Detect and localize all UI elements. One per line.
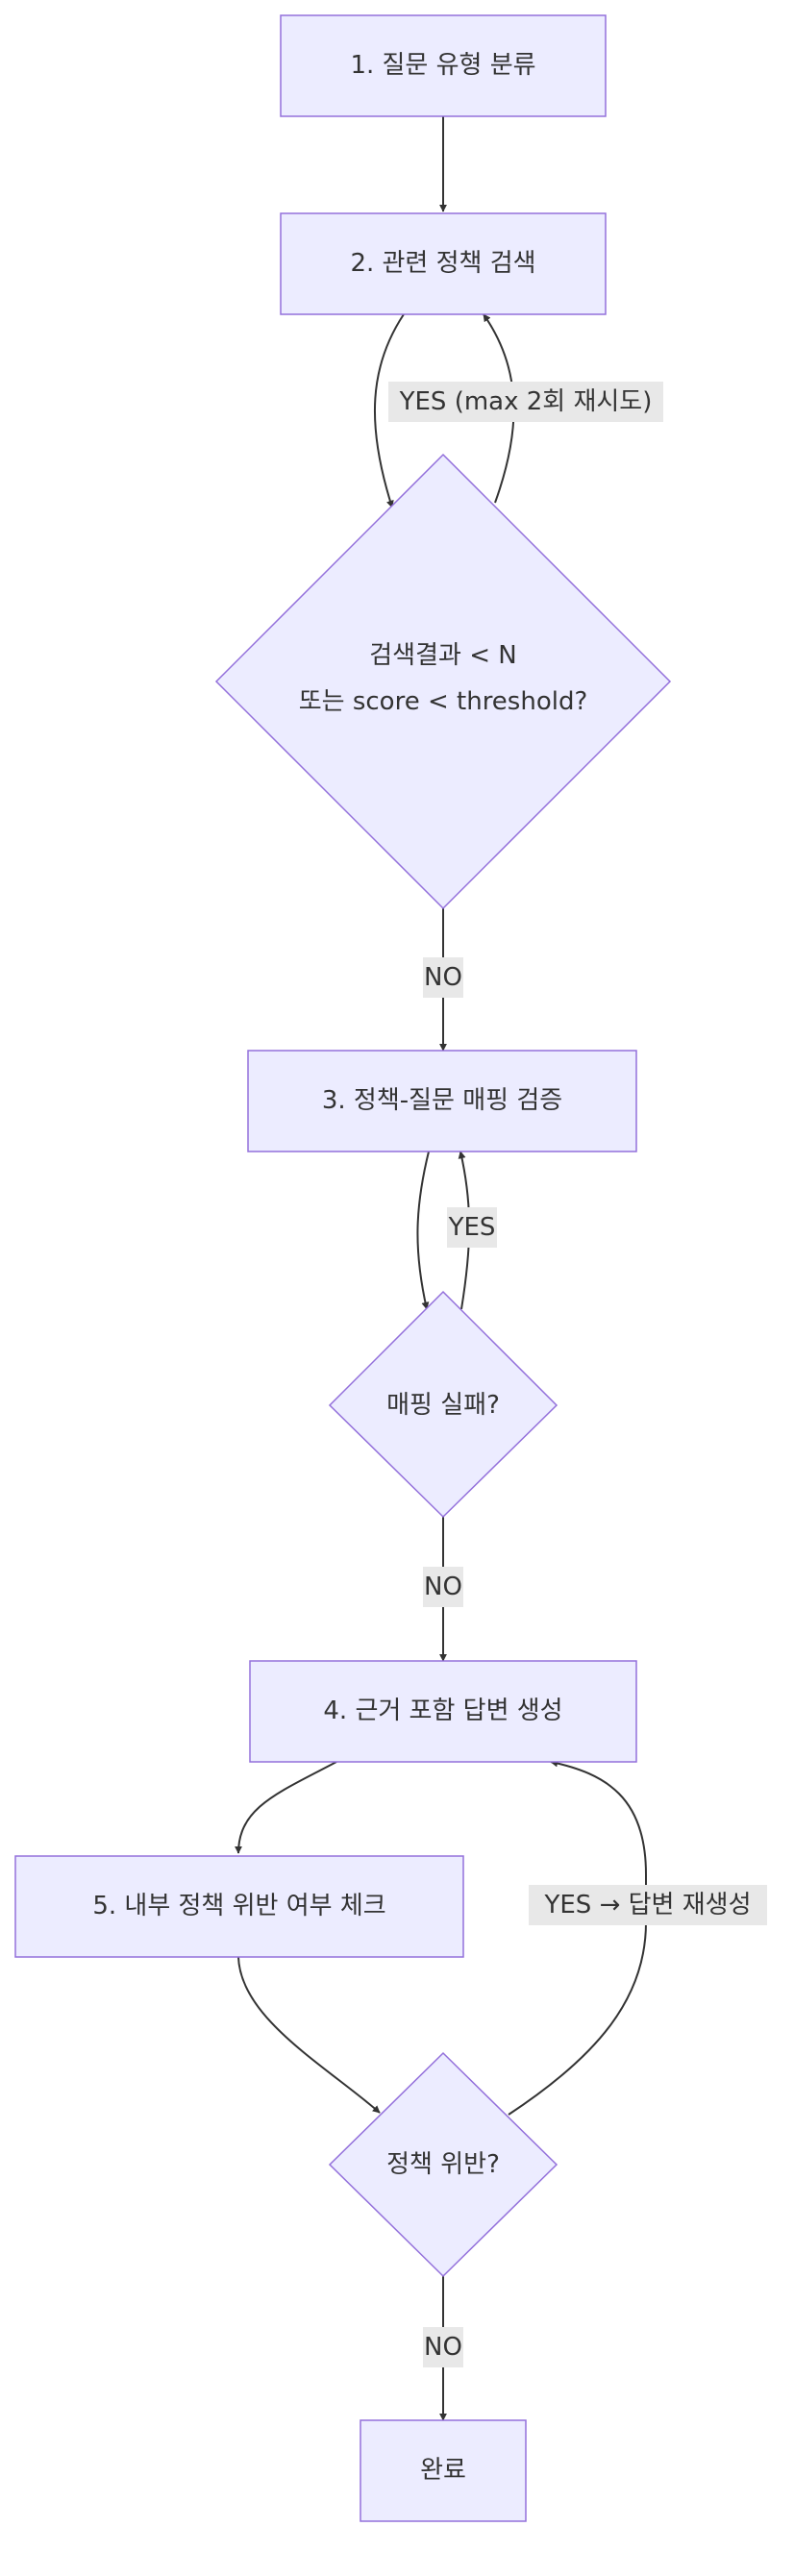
edge-label-mapping-yes: YES: [448, 1213, 496, 1242]
node-search-check-line1: 검색결과 < N: [369, 641, 516, 670]
node-classify: 1. 질문 유형 분류: [280, 14, 607, 117]
edge-label-mapping-no: NO: [424, 1573, 462, 1601]
node-classify-label: 1. 질문 유형 분류: [350, 51, 535, 80]
edge-label-search-retry: YES (max 2회 재시도): [399, 387, 653, 416]
node-search-check: 검색결과 < N 또는 score < threshold?: [214, 453, 672, 910]
node-search-check-line2: 또는 score < threshold?: [299, 687, 588, 716]
edge-label-bg-violation-yes: [529, 1885, 767, 1925]
node-generate: 4. 근거 포함 답변 생성: [249, 1660, 637, 1763]
node-violation-decision: 정책 위반?: [328, 2051, 558, 2278]
node-violation-check: 5. 내부 정책 위반 여부 체크: [14, 1855, 464, 1958]
node-search: 2. 관련 정책 검색: [280, 212, 607, 315]
node-violation-decision-label: 정책 위반?: [386, 2150, 500, 2179]
node-mapping-verify: 3. 정책-질문 매핑 검증: [247, 1050, 637, 1152]
edge-label-violation-yes: YES → 답변 재생성: [544, 1891, 752, 1920]
node-violation-check-label: 5. 내부 정책 위반 여부 체크: [92, 1892, 385, 1920]
edge-violation-check-to-decision: [237, 1956, 381, 2114]
edge-search-to-search-check: [374, 313, 405, 508]
edge-label-bg-mapping-no: [423, 1567, 463, 1607]
edge-mapping-verify-to-mapping-check: [416, 1151, 430, 1310]
edge-labels: YES (max 2회 재시도) NO YES NO YES → 답변 재생성 …: [388, 382, 767, 2367]
edge-generate-to-violation-check: [235, 1761, 337, 1854]
node-done-label: 완료: [420, 2456, 466, 2485]
edge-label-violation-no: NO: [424, 2333, 462, 2362]
node-mapping-verify-label: 3. 정책-질문 매핑 검증: [322, 1086, 562, 1115]
node-search-label: 2. 관련 정책 검색: [350, 249, 535, 278]
edge-violation-retry: [508, 1759, 647, 2116]
node-mapping-check: 매핑 실패?: [328, 1290, 558, 1519]
edge-label-bg-mapping-yes: [447, 1207, 497, 1248]
node-mapping-check-label: 매핑 실패?: [386, 1391, 500, 1420]
edge-label-bg-search-retry: [388, 382, 663, 422]
node-done: 완료: [360, 2419, 527, 2522]
node-generate-label: 4. 근거 포함 답변 생성: [323, 1697, 562, 1725]
edge-label-search-no: NO: [424, 963, 462, 992]
edge-label-bg-violation-no: [423, 2327, 463, 2367]
edge-label-bg-search-no: [423, 957, 463, 998]
